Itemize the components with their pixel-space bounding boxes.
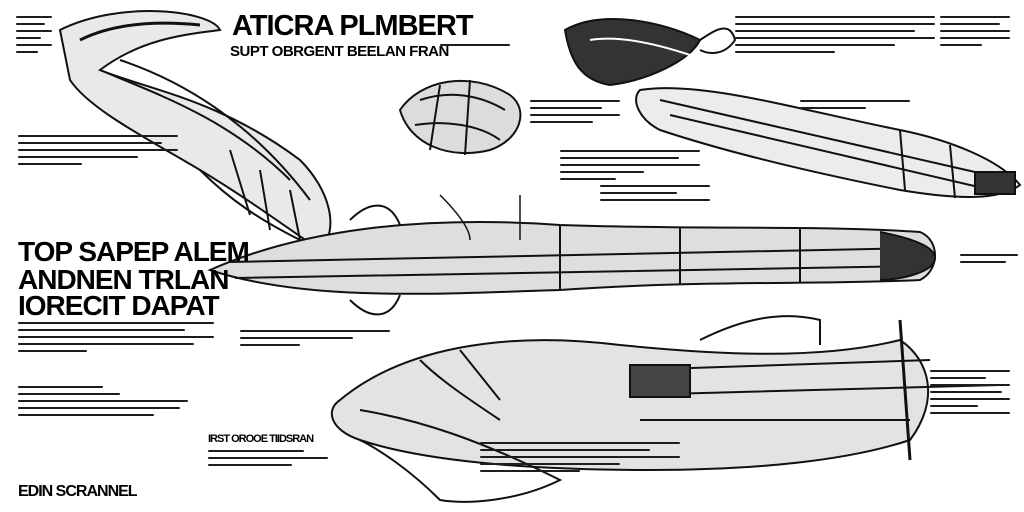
ship-top-right-long-illustration — [635, 87, 1022, 199]
side-title-line-1: TOP SAPEP ALEM — [18, 236, 250, 267]
annotation-block-top-left — [16, 16, 52, 58]
annotation-block-center-left — [240, 330, 390, 351]
annotation-block-bottom-left — [208, 450, 328, 471]
annotation-block-center-2 — [560, 150, 700, 185]
annotation-block-center-1 — [530, 100, 620, 128]
annotation-block-bottom-center — [480, 442, 680, 477]
annotation-block-right-top — [800, 100, 910, 114]
footer-mid-label: IRST OROOE TIIDSRAN — [208, 433, 314, 445]
annotation-block-header-right — [440, 44, 510, 51]
annotation-block-far-right — [940, 16, 1010, 51]
side-title-line-2: ANDNEN TRLAN — [18, 264, 229, 295]
poster-title: ATICRA PLMBERT — [232, 10, 474, 42]
ship-main-illustration — [207, 194, 937, 316]
annotation-block-left-3 — [18, 386, 188, 421]
annotation-block-right-mid — [960, 254, 1018, 268]
annotation-block-center-3 — [600, 185, 710, 206]
annotation-block-right-low — [930, 370, 1010, 419]
ship-top-center-illustration — [398, 79, 522, 156]
ship-topleft-illustration — [58, 10, 332, 252]
footer-label: EDIN SCRANNEL — [18, 483, 138, 500]
annotation-block-left-2 — [18, 322, 214, 357]
side-title-line-3: IORECIT DAPAT — [18, 290, 220, 321]
ship-bottom-illustration — [330, 315, 1001, 503]
annotation-block-top-right — [735, 16, 935, 58]
ship-top-right-small-illustration — [563, 18, 737, 87]
annotation-block-left-1 — [18, 135, 178, 170]
poster-subtitle: SUPT OBRGENT BEELAN FRAN — [230, 43, 449, 60]
